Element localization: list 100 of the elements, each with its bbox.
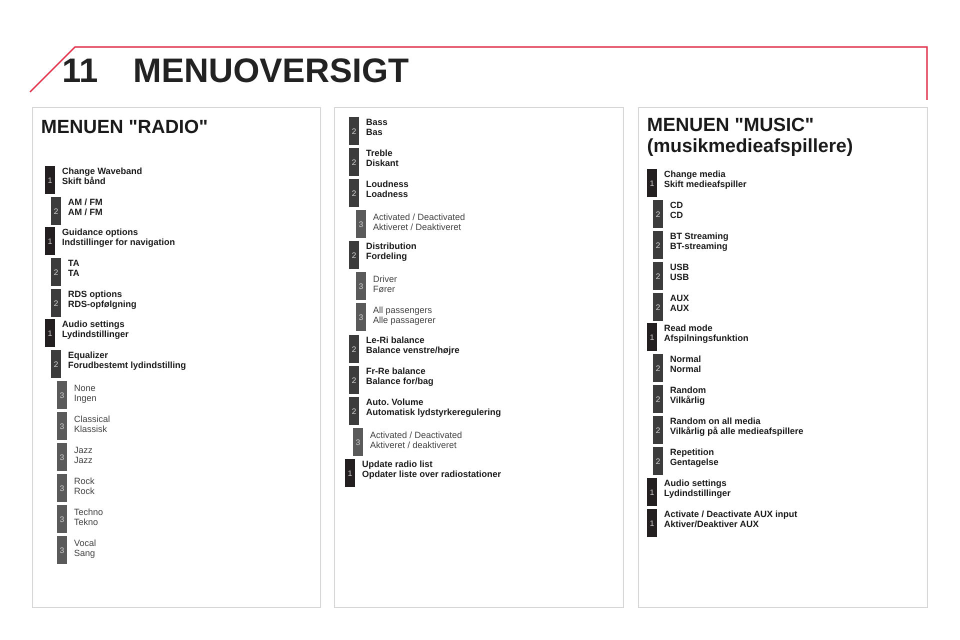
level-badge: 2 (349, 335, 359, 363)
menu-item-text: AUX (670, 293, 690, 303)
menu-item-text: Random on all media (670, 416, 761, 426)
level-badge: 2 (349, 148, 359, 176)
menu-item-text: RDS-opfølgning (68, 299, 136, 309)
menu-item-text: Activated / Deactivated (373, 212, 466, 222)
menu-item-text: Treble (366, 148, 393, 158)
level-badge: 2 (349, 366, 359, 394)
level-badge: 1 (647, 478, 657, 506)
level-badge: 2 (653, 200, 663, 228)
menu-item-text: Sang (74, 548, 96, 558)
level-badge: 1 (45, 319, 55, 347)
level-badge: 3 (356, 303, 366, 331)
level-badge: 3 (356, 210, 366, 238)
menu-item-text: Forudbestemt lydindstilling (68, 360, 186, 370)
level-badge: 2 (51, 350, 61, 378)
level-badge: 2 (349, 179, 359, 207)
panel-heading: MENUEN "RADIO" (41, 118, 209, 139)
menu-item-text: Normal (670, 364, 702, 374)
level-badge: 2 (653, 447, 663, 475)
level-badge: 1 (647, 509, 657, 537)
menu-item-text: None (74, 383, 96, 393)
menu-item-text: Indstillinger for navigation (62, 237, 176, 247)
menu-item-text: Audio settings (62, 319, 124, 329)
menu-item-text: Auto. Volume (366, 397, 424, 407)
menu-item-text: Automatisk lydstyrkeregulering (366, 407, 502, 417)
level-badge: 1 (647, 323, 657, 351)
menu-item-text: Jazz (74, 455, 93, 465)
menu-item-text: Change Waveband (62, 166, 142, 176)
menu-item-text: CD (670, 200, 683, 210)
menu-panel (638, 107, 928, 608)
menu-item-text: Skift medieafspiller (664, 179, 747, 189)
menu-item-text: Techno (74, 507, 104, 517)
menu-item-text: CD (670, 210, 683, 220)
menu-item-text: Vocal (74, 538, 96, 548)
menu-item-text: Jazz (74, 445, 93, 455)
level-badge: 2 (349, 397, 359, 425)
menu-item-text: Vilkårlig på alle medieafspillere (670, 426, 804, 436)
level-badge: 2 (51, 258, 61, 286)
menu-item-text: Loadness (366, 189, 408, 199)
level-badge: 3 (57, 412, 67, 440)
menu-item-text: Aktiveret / Deaktiveret (373, 222, 462, 232)
menu-item-text: Balance venstre/højre (366, 345, 460, 355)
menu-item-text: Random (670, 385, 706, 395)
menu-item-text: TA (68, 268, 80, 278)
menu-item-text: Aktiver/Deaktiver AUX (664, 519, 759, 529)
level-badge: 1 (647, 169, 657, 197)
level-badge: 2 (653, 293, 663, 321)
menu-item-text: Repetition (670, 447, 714, 457)
menu-item-text: Normal (670, 354, 702, 364)
level-badge: 3 (57, 381, 67, 409)
menu-item-text: Gentagelse (670, 457, 719, 467)
chapter-number: 11 (62, 52, 98, 91)
menu-item-text: Activated / Deactivated (370, 430, 462, 440)
menu-item-text: Balance for/bag (366, 376, 434, 386)
menu-item-text: Rock (74, 476, 95, 486)
page-title: MENUOVERSIGT (133, 52, 409, 91)
menu-item-text: Guidance options (62, 227, 138, 237)
level-badge: 3 (356, 272, 366, 300)
menu-item-text: Opdater liste over radiostationer (362, 469, 502, 479)
menu-item-text: Fører (373, 284, 395, 294)
menu-item-text: Lydindstillinger (664, 488, 731, 498)
level-badge: 2 (653, 416, 663, 444)
menu-item-text: Lydindstillinger (62, 329, 129, 339)
menu-item-text: Audio settings (664, 478, 726, 488)
menu-item-text: Skift bånd (62, 176, 106, 186)
menu-item-text: Read mode (664, 323, 713, 333)
menu-item-text: Driver (373, 274, 397, 284)
menu-item-text: BT-streaming (670, 241, 728, 251)
menu-item-text: Tekno (74, 517, 98, 527)
menu-item-text: Equalizer (68, 350, 108, 360)
level-badge: 1 (45, 166, 55, 194)
menu-item-text: Vilkårlig (670, 395, 705, 405)
menu-item-text: Diskant (366, 158, 399, 168)
level-badge: 3 (353, 428, 363, 456)
menu-panel (32, 107, 321, 608)
level-badge: 1 (45, 227, 55, 255)
menu-item-text: Alle passagerer (373, 315, 436, 325)
menu-item-text: Klassisk (74, 424, 108, 434)
menu-item-text: Change media (664, 169, 726, 179)
level-badge: 2 (349, 117, 359, 145)
level-badge: 2 (653, 231, 663, 259)
menu-item-text: Distribution (366, 241, 416, 251)
level-badge: 2 (653, 262, 663, 290)
level-badge: 2 (51, 197, 61, 225)
menu-item-text: Loudness (366, 179, 409, 189)
menu-item-text: Fordeling (366, 251, 407, 261)
level-badge: 2 (349, 241, 359, 269)
level-badge: 3 (57, 443, 67, 471)
menu-item-text: Bas (366, 127, 383, 137)
menu-item-text: All passengers (373, 305, 432, 315)
level-badge: 2 (51, 289, 61, 317)
menu-item-text: Classical (74, 414, 110, 424)
menu-item-text: Ingen (74, 393, 97, 403)
panel-heading: MENUEN "MUSIC" (musikmedieafspillere) (647, 116, 854, 158)
level-badge: 2 (653, 354, 663, 382)
menu-item-text: USB (670, 272, 690, 282)
menu-panel (334, 107, 624, 608)
menu-item-text: AUX (670, 303, 690, 313)
menu-item-text: Update radio list (362, 459, 433, 469)
